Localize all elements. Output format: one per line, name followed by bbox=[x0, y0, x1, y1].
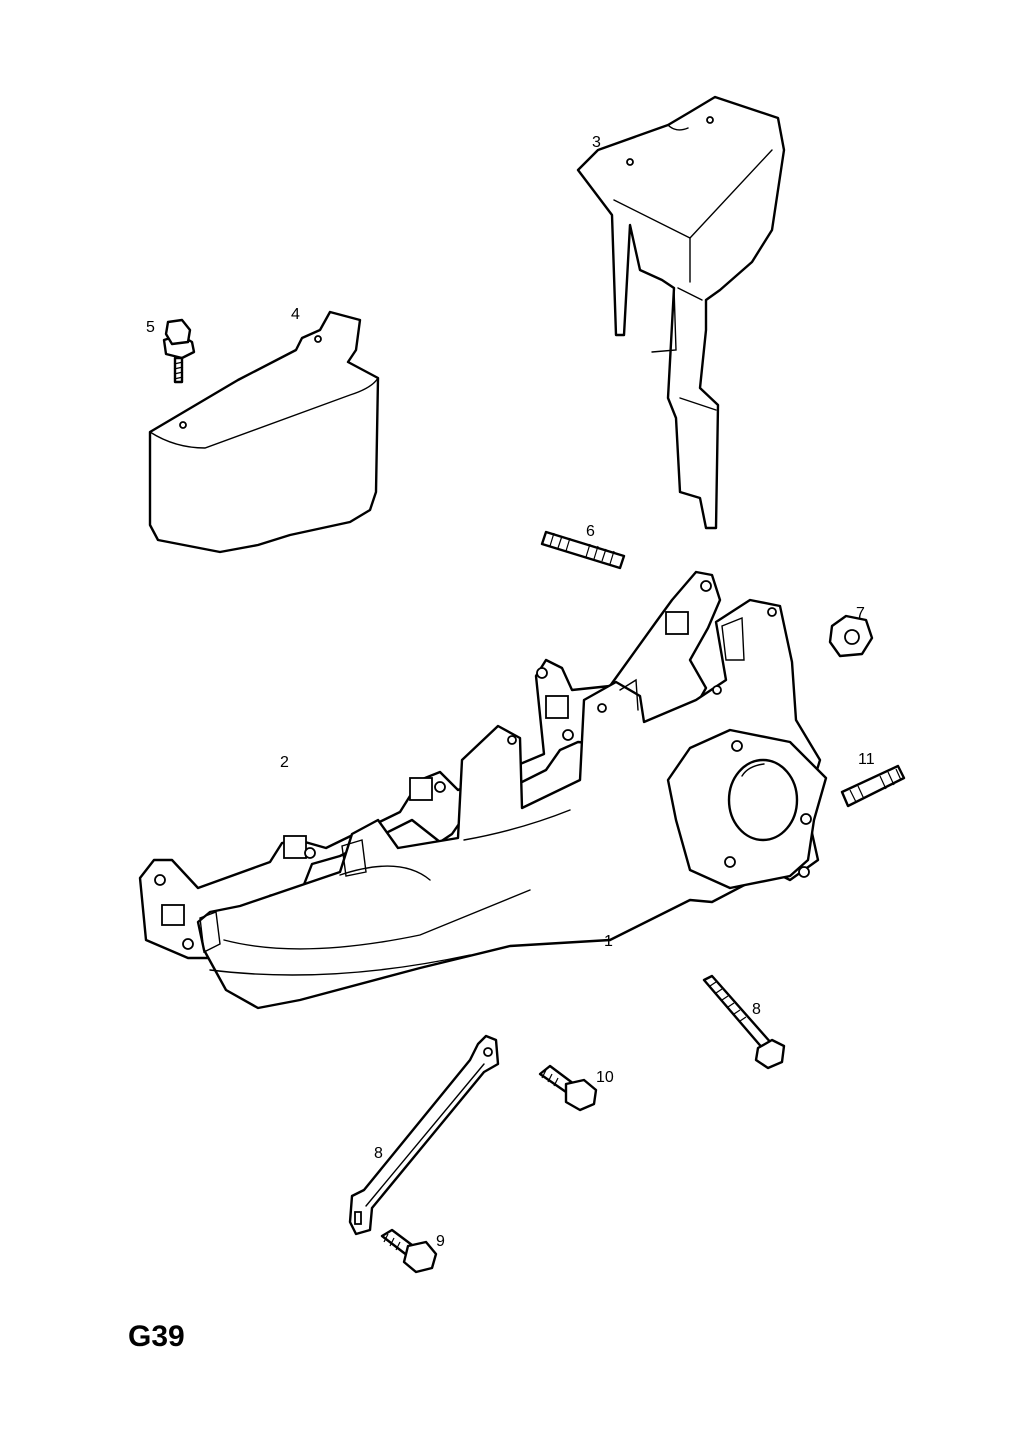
heat-shield-lower: 4 bbox=[148, 306, 380, 554]
stud-11: 11 bbox=[840, 751, 906, 808]
callout-2: 2 bbox=[280, 754, 289, 771]
callout-5: 5 bbox=[146, 319, 155, 336]
bolt-10: 10 bbox=[538, 1064, 614, 1112]
callout-7: 7 bbox=[856, 605, 865, 622]
nut-7: 7 bbox=[828, 605, 874, 658]
callout-1: 1 bbox=[604, 933, 613, 950]
callout-4: 4 bbox=[291, 306, 300, 323]
bracket-8: 8 bbox=[348, 1034, 500, 1236]
callout-8-bolt: 8 bbox=[752, 1001, 761, 1018]
stud-6: 6 bbox=[540, 523, 626, 570]
callout-11: 11 bbox=[858, 751, 875, 768]
callout-3: 3 bbox=[592, 134, 601, 151]
diagram-code: G39 bbox=[128, 1320, 185, 1353]
bolt-8: 8 bbox=[702, 974, 786, 1070]
exhaust-manifold-1: 1 bbox=[196, 598, 828, 1010]
bolt-5: 5 bbox=[146, 318, 196, 384]
callout-6: 6 bbox=[586, 523, 595, 540]
callout-9: 9 bbox=[436, 1233, 445, 1250]
callout-10: 10 bbox=[596, 1069, 614, 1086]
bolt-9: 9 bbox=[380, 1228, 445, 1274]
heat-shield-upper: 3 bbox=[576, 95, 786, 530]
callout-8-bracket: 8 bbox=[374, 1145, 383, 1162]
